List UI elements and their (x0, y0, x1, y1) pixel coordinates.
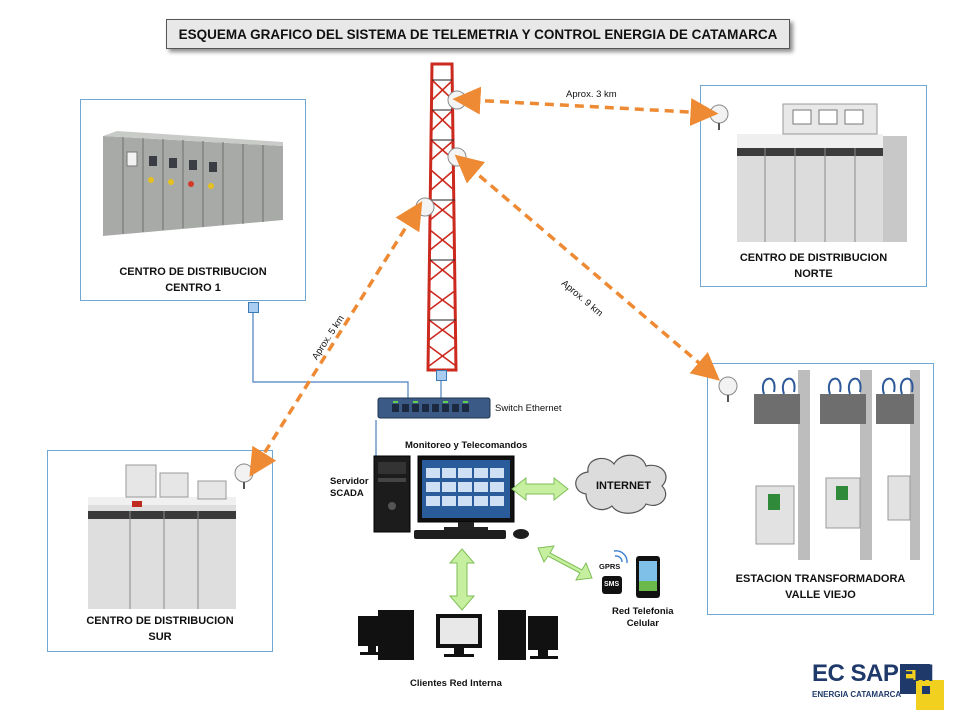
site-valle-name: ESTACION TRANSFORMADORA VALLE VIEJO (708, 571, 933, 603)
link-label-norte: Aprox. 3 km (566, 89, 617, 100)
server-label-line2: SCADA (330, 488, 364, 499)
site-valle-line1: ESTACION TRANSFORMADORA (735, 573, 906, 585)
cable-connector-tower (436, 370, 447, 381)
internet-cloud (575, 454, 667, 514)
telecom-tower (415, 62, 467, 372)
logo-subtitle: ENERGIA CATAMARCA (812, 690, 902, 699)
scada-server (373, 455, 411, 533)
cell-label-line1: Red Telefonia (612, 606, 674, 617)
site-sur-name: CENTRO DE DISTRIBUCION SUR (48, 613, 272, 645)
switchgear-image (709, 103, 907, 242)
ec-sapem-logo (900, 664, 944, 710)
switchgear-image (103, 131, 283, 236)
cell-phone (636, 556, 660, 598)
site-norte: CENTRO DE DISTRIBUCION NORTE (700, 85, 927, 287)
page-title: ESQUEMA GRAFICO DEL SISTEMA DE TELEMETRI… (166, 19, 790, 49)
internet-label: INTERNET (596, 480, 651, 492)
switch-label: Switch Ethernet (495, 403, 562, 414)
site-centro1-line2: CENTRO 1 (165, 282, 221, 294)
gprs-label: GPRS (599, 562, 621, 571)
data-flow-arrows (448, 476, 593, 611)
site-sur-line1: CENTRO DE DISTRIBUCION (86, 615, 234, 627)
site-centro1-name: CENTRO DE DISTRIBUCION CENTRO 1 (81, 264, 305, 296)
wireless-links (249, 86, 720, 477)
cell-label-line2: Celular (626, 618, 659, 629)
sms-label: SMS (604, 581, 620, 588)
site-valle-viejo: ESTACION TRANSFORMADORA VALLE VIEJO (707, 363, 934, 615)
site-norte-name: CENTRO DE DISTRIBUCION NORTE (701, 250, 926, 282)
site-centro1-line1: CENTRO DE DISTRIBUCION (119, 266, 267, 278)
site-sur-line2: SUR (148, 631, 172, 643)
server-label-line1: Servidor (330, 476, 369, 487)
site-norte-line1: CENTRO DE DISTRIBUCION (739, 252, 888, 264)
clients-label: Clientes Red Interna (410, 678, 502, 689)
cell-network-label: Red Telefonia Celular (612, 606, 674, 630)
server-label: Servidor SCADA (330, 476, 369, 500)
logo-mark: EC SAPEM (812, 660, 934, 687)
ethernet-switch (377, 397, 491, 419)
sms-icon (602, 576, 622, 594)
switchgear-image (88, 463, 254, 609)
ethernet-cables (252, 312, 442, 458)
monitor-label: Monitoreo y Telecomandos (405, 440, 528, 451)
signal-icon (613, 550, 628, 564)
cable-connector-centro1 (248, 302, 259, 313)
site-sur: CENTRO DE DISTRIBUCION SUR (47, 450, 273, 652)
site-valle-line2: VALLE VIEJO (785, 589, 856, 601)
site-norte-line2: NORTE (794, 268, 833, 280)
scada-monitor (414, 455, 529, 539)
transformer-station-image (718, 370, 920, 560)
